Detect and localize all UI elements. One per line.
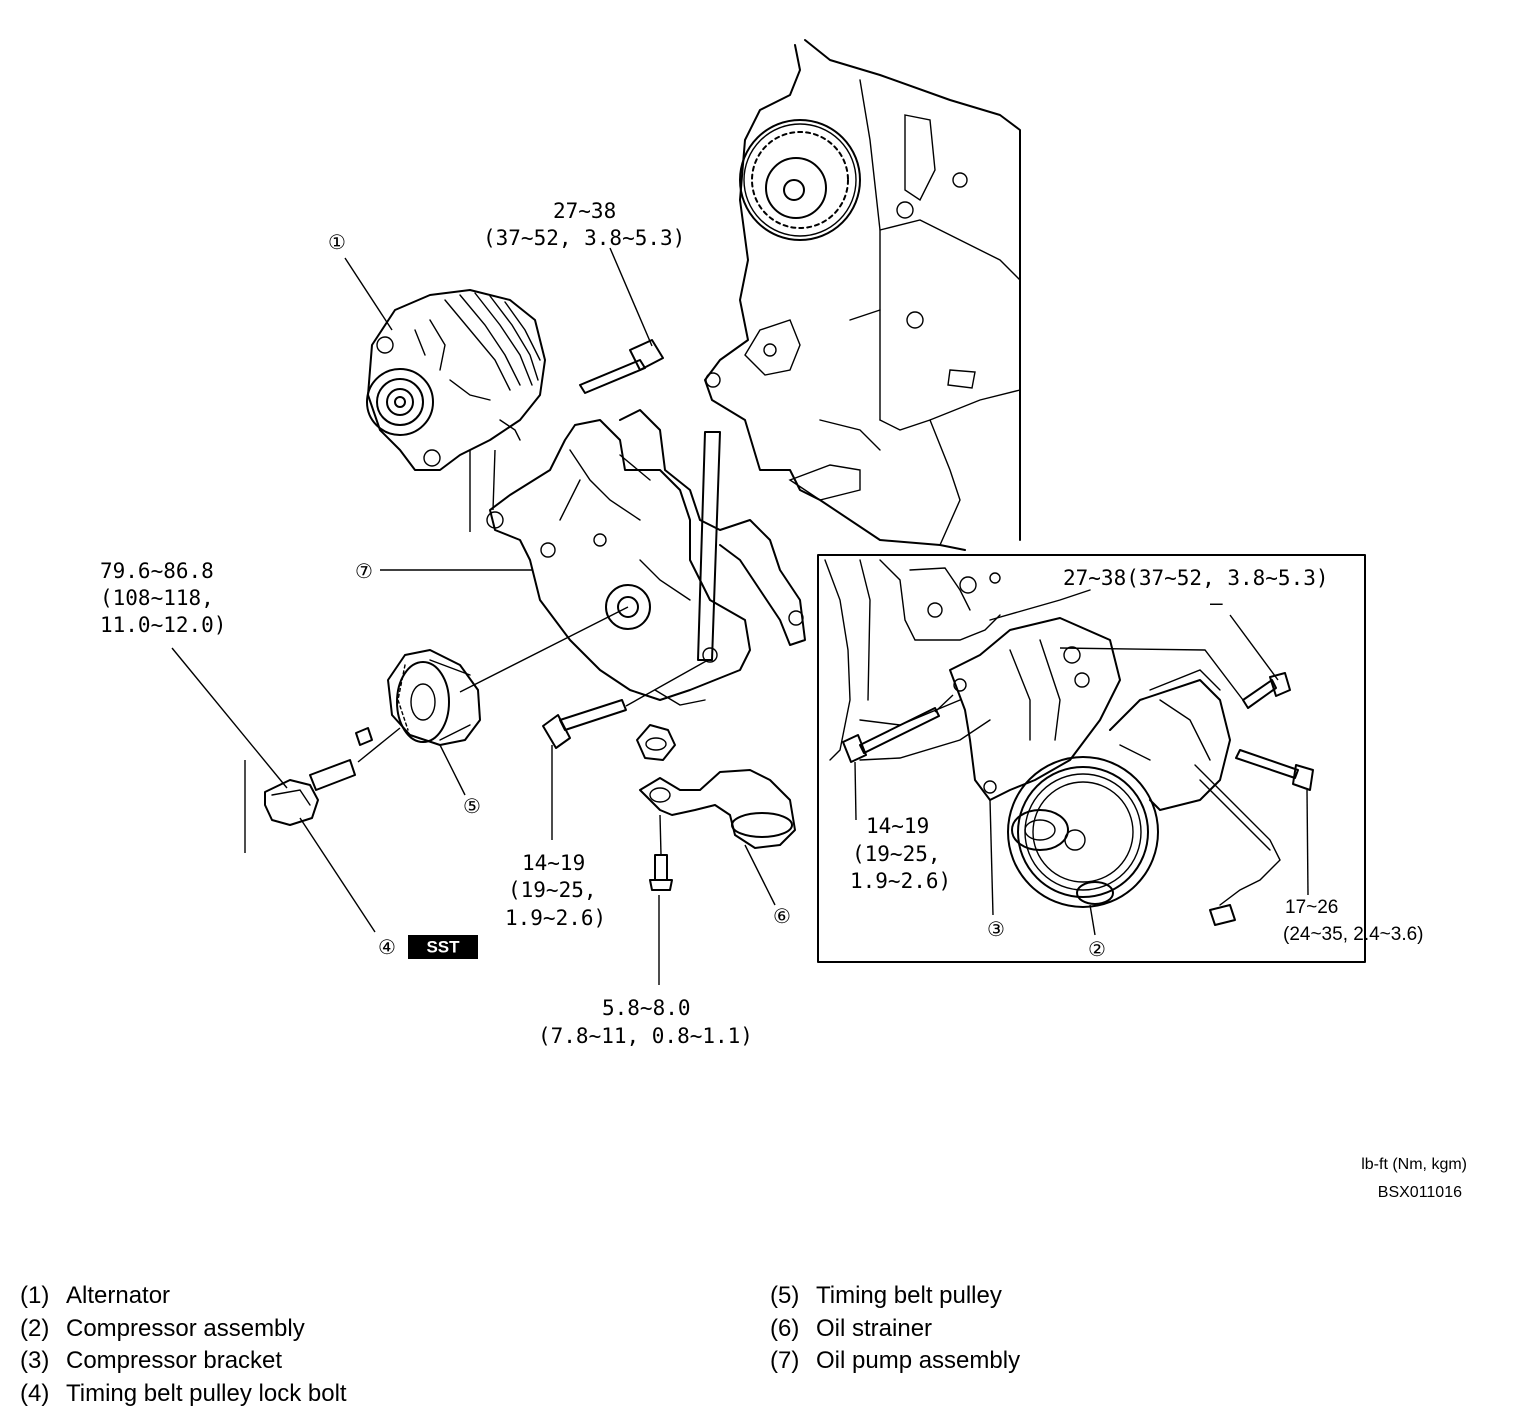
compressor-bracket-bolt	[842, 707, 940, 763]
legend-left: (1)Alternator (2)Compressor assembly (3)…	[20, 1280, 347, 1410]
callout-3: ③	[987, 917, 1005, 941]
torque-pulley-lock-bolt-line2: (108~118,	[100, 586, 214, 610]
torque-bracket-bolt-line2: (19~25,	[852, 842, 941, 866]
strainer-bolt	[649, 854, 673, 891]
legend-right: (5)Timing belt pulley (6)Oil strainer (7…	[770, 1280, 1020, 1378]
compressor-side-bolt	[1235, 749, 1314, 791]
figure-code: BSX011016	[1378, 1184, 1462, 1201]
timing-belt-pulley	[387, 649, 481, 746]
legend-item: (6)Oil strainer	[770, 1314, 933, 1342]
torque-alternator-bolt-line2: (37~52, 3.8~5.3)	[483, 226, 685, 250]
units-note: lb-ft (Nm, kgm)	[1361, 1156, 1467, 1173]
legend-item: (3)Compressor bracket	[20, 1347, 283, 1374]
torque-compressor-top-bolt-dash: –	[1210, 591, 1223, 615]
torque-strainer-bolt-line2: (7.8~11, 0.8~1.1)	[538, 1024, 753, 1048]
torque-pulley-lock-bolt-line3: 11.0~12.0)	[100, 613, 226, 637]
callout-5: ⑤	[463, 794, 481, 818]
compressor-bracket	[949, 617, 1121, 801]
torque-oil-pump-bolt-line3: 1.9~2.6)	[505, 906, 606, 930]
sst-badge	[408, 935, 478, 959]
callout-6: ⑥	[773, 904, 791, 928]
torque-pulley-lock-bolt-line1: 79.6~86.8	[100, 559, 214, 583]
callout-7: ⑦	[355, 559, 373, 583]
oil-strainer	[639, 769, 796, 849]
compressor-assembly	[1007, 669, 1281, 926]
legend-item: (4)Timing belt pulley lock bolt	[20, 1379, 347, 1407]
torque-oil-pump-bolt-line1: 14~19	[522, 851, 585, 875]
compressor-top-bolt	[1242, 672, 1291, 709]
torque-alternator-bolt-line1: 27~38	[553, 199, 616, 223]
oil-pump-bolt	[542, 699, 627, 749]
engine-block	[704, 39, 1021, 551]
alternator	[366, 289, 546, 471]
compressor-inset-frame	[817, 554, 1366, 963]
legend-item: (7)Oil pump assembly	[770, 1347, 1021, 1374]
torque-compressor-top-bolt: 27~38(37~52, 3.8~5.3)	[1063, 566, 1329, 590]
compressor-inset-engine	[824, 559, 1091, 761]
legend-item: (5)Timing belt pulley	[770, 1282, 1002, 1309]
legend-item: (2)Compressor assembly	[20, 1314, 305, 1342]
torque-compressor-side-bolt-line2: (24~35, 2.4~3.6)	[1283, 924, 1424, 945]
torque-oil-pump-bolt-line2: (19~25,	[508, 878, 597, 902]
torque-strainer-bolt-line1: 5.8~8.0	[602, 996, 691, 1020]
alternator-bolt	[579, 339, 664, 394]
callout-2: ②	[1088, 937, 1106, 961]
oil-pump-assembly	[486, 409, 806, 706]
legend-item: (1)Alternator	[20, 1282, 171, 1309]
torque-compressor-side-bolt-line1: 17~26	[1285, 897, 1338, 918]
camshaft-sprocket	[739, 119, 861, 241]
callout-4: ④	[378, 935, 396, 959]
pulley-lock-bolt	[264, 759, 356, 826]
torque-bracket-bolt-line1: 14~19	[866, 814, 929, 838]
oring-gasket	[636, 724, 676, 761]
woodruff-key	[355, 727, 373, 746]
torque-bracket-bolt-line3: 1.9~2.6)	[850, 869, 951, 893]
sst-label: SST	[426, 938, 460, 957]
callout-1: ①	[328, 230, 346, 254]
